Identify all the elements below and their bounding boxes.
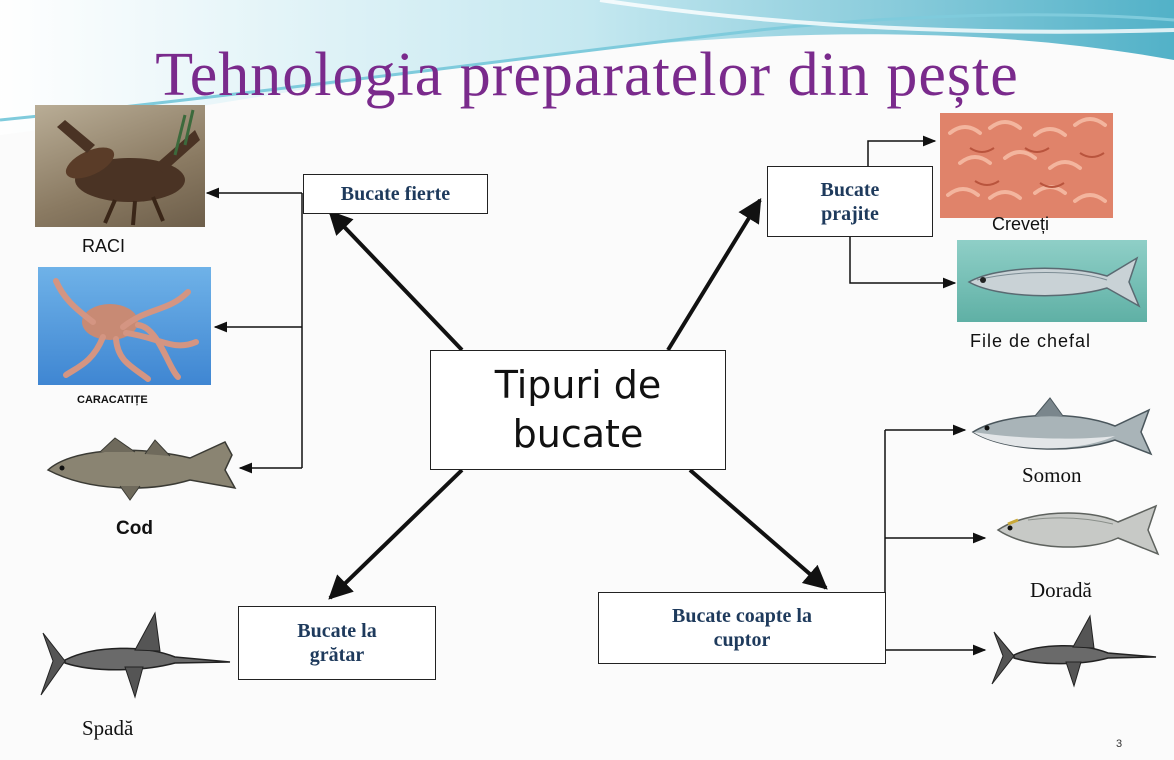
center-node: Tipuri de bucate: [430, 350, 726, 470]
category-grilled: Bucate la grătar: [238, 606, 436, 680]
arrow-to-grilled: [328, 468, 464, 600]
label-somon: Somon: [1022, 463, 1082, 487]
header-swoosh: [0, 0, 1174, 135]
mullet-image: [957, 240, 1147, 322]
salmon-image: [965, 390, 1155, 472]
label-raci: RACI: [82, 236, 126, 256]
label-creveti: Creveți: [992, 214, 1050, 234]
swordfish-baked-image: [988, 610, 1158, 692]
label-cod: Cod: [116, 518, 153, 539]
dorada-image: [988, 490, 1170, 570]
label-chefal: File de chefal: [970, 331, 1092, 351]
label-caracatite: CARACATIȚE: [77, 394, 148, 406]
octopus-image: [38, 267, 211, 385]
arrow-to-boiled: [328, 210, 464, 352]
label-spada: Spadă: [82, 716, 134, 740]
swordfish-image: [35, 605, 235, 705]
arrow-to-fried: [666, 197, 762, 352]
slide-title: Tehnologia preparatelor din pește: [155, 41, 1019, 109]
category-baked: Bucate coapte la cuptor: [598, 592, 886, 664]
category-boiled: Bucate fierte: [303, 174, 488, 214]
category-fried: Bucate prajite: [767, 166, 933, 237]
shrimp-image: [940, 113, 1113, 218]
page-number: 3: [1116, 738, 1123, 750]
cod-image: [40, 430, 240, 505]
label-dorada: Doradă: [1030, 578, 1092, 602]
crayfish-image: [35, 105, 205, 227]
arrow-to-baked: [688, 468, 828, 590]
